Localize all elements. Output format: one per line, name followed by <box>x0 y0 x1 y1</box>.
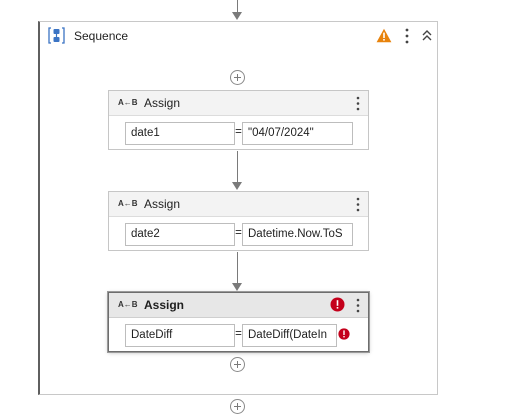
equals-sign: = <box>235 328 242 340</box>
assign-title: Assign <box>144 96 181 110</box>
assign-value-field[interactable]: DateDiff(DateIn <box>242 324 337 347</box>
assign-value-field[interactable]: "04/07/2024" <box>242 122 353 145</box>
assign-title: Assign <box>144 197 181 211</box>
sequence-title: Sequence <box>74 29 129 43</box>
connector-line <box>237 151 238 183</box>
assign-value-field[interactable]: Datetime.Now.ToS <box>242 223 353 246</box>
incoming-connector-line <box>237 0 238 12</box>
assign-header[interactable]: A←B Assign <box>109 192 368 217</box>
assign-header[interactable]: A←B Assign <box>109 293 368 318</box>
assign-to-field[interactable]: date2 <box>125 223 235 246</box>
add-activity-button[interactable] <box>230 70 245 85</box>
vertical-ellipsis-icon[interactable] <box>354 94 362 113</box>
add-activity-button[interactable] <box>230 357 245 372</box>
assign-icon: A←B <box>118 300 138 309</box>
assign-icon: A←B <box>118 98 138 107</box>
connector-arrow <box>232 182 242 190</box>
warning-triangle-icon[interactable] <box>376 28 392 43</box>
error-icon[interactable] <box>330 297 345 312</box>
vertical-ellipsis-icon[interactable] <box>354 195 362 214</box>
double-chevron-up-icon[interactable] <box>420 27 434 43</box>
error-icon[interactable] <box>338 328 350 340</box>
assign-header[interactable]: A←B Assign <box>109 91 368 116</box>
incoming-connector-arrow <box>232 12 242 20</box>
assign-activity-date2[interactable]: A←B Assign date2 = Datetime.Now.ToS <box>108 191 369 251</box>
vertical-ellipsis-icon[interactable] <box>354 296 362 315</box>
connector-line <box>237 252 238 284</box>
assign-to-field[interactable]: date1 <box>125 122 235 145</box>
add-activity-button[interactable] <box>230 399 245 414</box>
equals-sign: = <box>235 126 242 138</box>
sequence-header[interactable]: Sequence <box>40 22 437 50</box>
assign-title: Assign <box>144 298 185 312</box>
equals-sign: = <box>235 227 242 239</box>
connector-arrow <box>232 283 242 291</box>
assign-icon: A←B <box>118 199 138 208</box>
assign-activity-date1[interactable]: A←B Assign date1 = "04/07/2024" <box>108 90 369 150</box>
vertical-ellipsis-icon[interactable] <box>402 26 412 46</box>
assign-activity-datediff[interactable]: A←B Assign DateDiff = DateDiff(DateIn <box>108 292 369 352</box>
sequence-icon <box>48 27 65 44</box>
assign-to-field[interactable]: DateDiff <box>125 324 235 347</box>
